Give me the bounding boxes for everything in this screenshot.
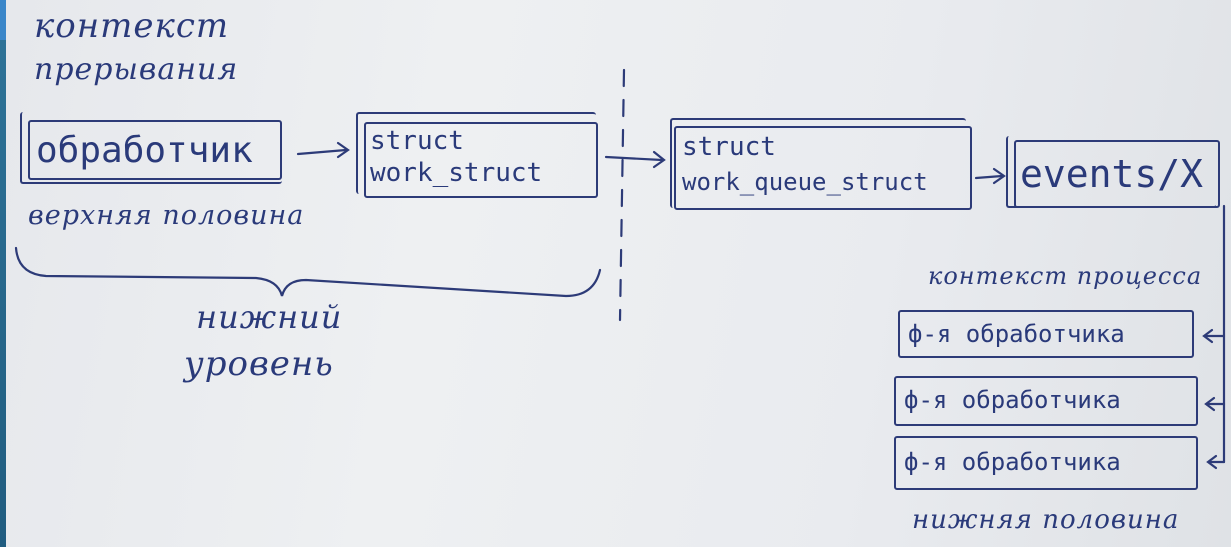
events-label: events/X [1020, 152, 1204, 196]
handler-box: обработчик [28, 120, 282, 180]
label-lower-half: нижняя половина [912, 505, 1180, 535]
workqueue-box-outer [670, 118, 966, 208]
label-upper-half: верхняя половина [28, 200, 305, 231]
window-corner [0, 0, 8, 40]
workqueue-line2: work_queue_struct [682, 168, 928, 196]
arrowhead-to-func-3 [1206, 454, 1218, 470]
paper-sheet: контекст прерывания обработчик struct wo… [6, 0, 1231, 547]
handler-box-outer [20, 112, 282, 184]
events-box: events/X [1014, 140, 1220, 208]
label-lower-level-line2: уровень [184, 344, 334, 384]
dashed-divider [618, 68, 626, 322]
arrowhead-to-func-1 [1202, 328, 1214, 344]
diagram-connectors [14, 68, 1226, 470]
handler-func-label-1: ф-я обработчика [908, 320, 1125, 348]
handler-func-label-2: ф-я обработчика [904, 386, 1121, 414]
arrowhead-work-to-queue [652, 150, 666, 169]
handler-label: обработчик [36, 130, 253, 171]
handler-func-box-1: ф-я обработчика [898, 310, 1194, 358]
label-context-line1: контекст [34, 6, 230, 46]
arrowhead-queue-to-events [992, 167, 1006, 185]
label-lower-level-line1: нижний [196, 298, 343, 336]
arrow-handler-to-work [296, 148, 348, 156]
work-struct-line1: struct [370, 126, 464, 156]
work-struct-line2: work_struct [370, 158, 543, 188]
handler-func-box-2: ф-я обработчика [894, 376, 1198, 426]
label-context-line2: прерывания [34, 52, 239, 87]
workqueue-box: struct work_queue_struct [674, 126, 972, 210]
work-struct-box: struct work_struct [364, 122, 598, 198]
workqueue-line1: struct [682, 132, 776, 162]
brace-upper-half [14, 246, 602, 298]
work-struct-box-outer [356, 112, 596, 194]
arrowhead-handler-to-work [336, 141, 350, 159]
arrow-queue-to-events [974, 174, 1004, 180]
arrow-work-to-queue [604, 155, 664, 162]
label-process-context: контекст процесса [928, 262, 1203, 290]
handler-func-label-3: ф-я обработчика [904, 448, 1121, 476]
arrowhead-to-func-2 [1204, 396, 1216, 412]
handler-func-box-3: ф-я обработчика [894, 436, 1198, 490]
